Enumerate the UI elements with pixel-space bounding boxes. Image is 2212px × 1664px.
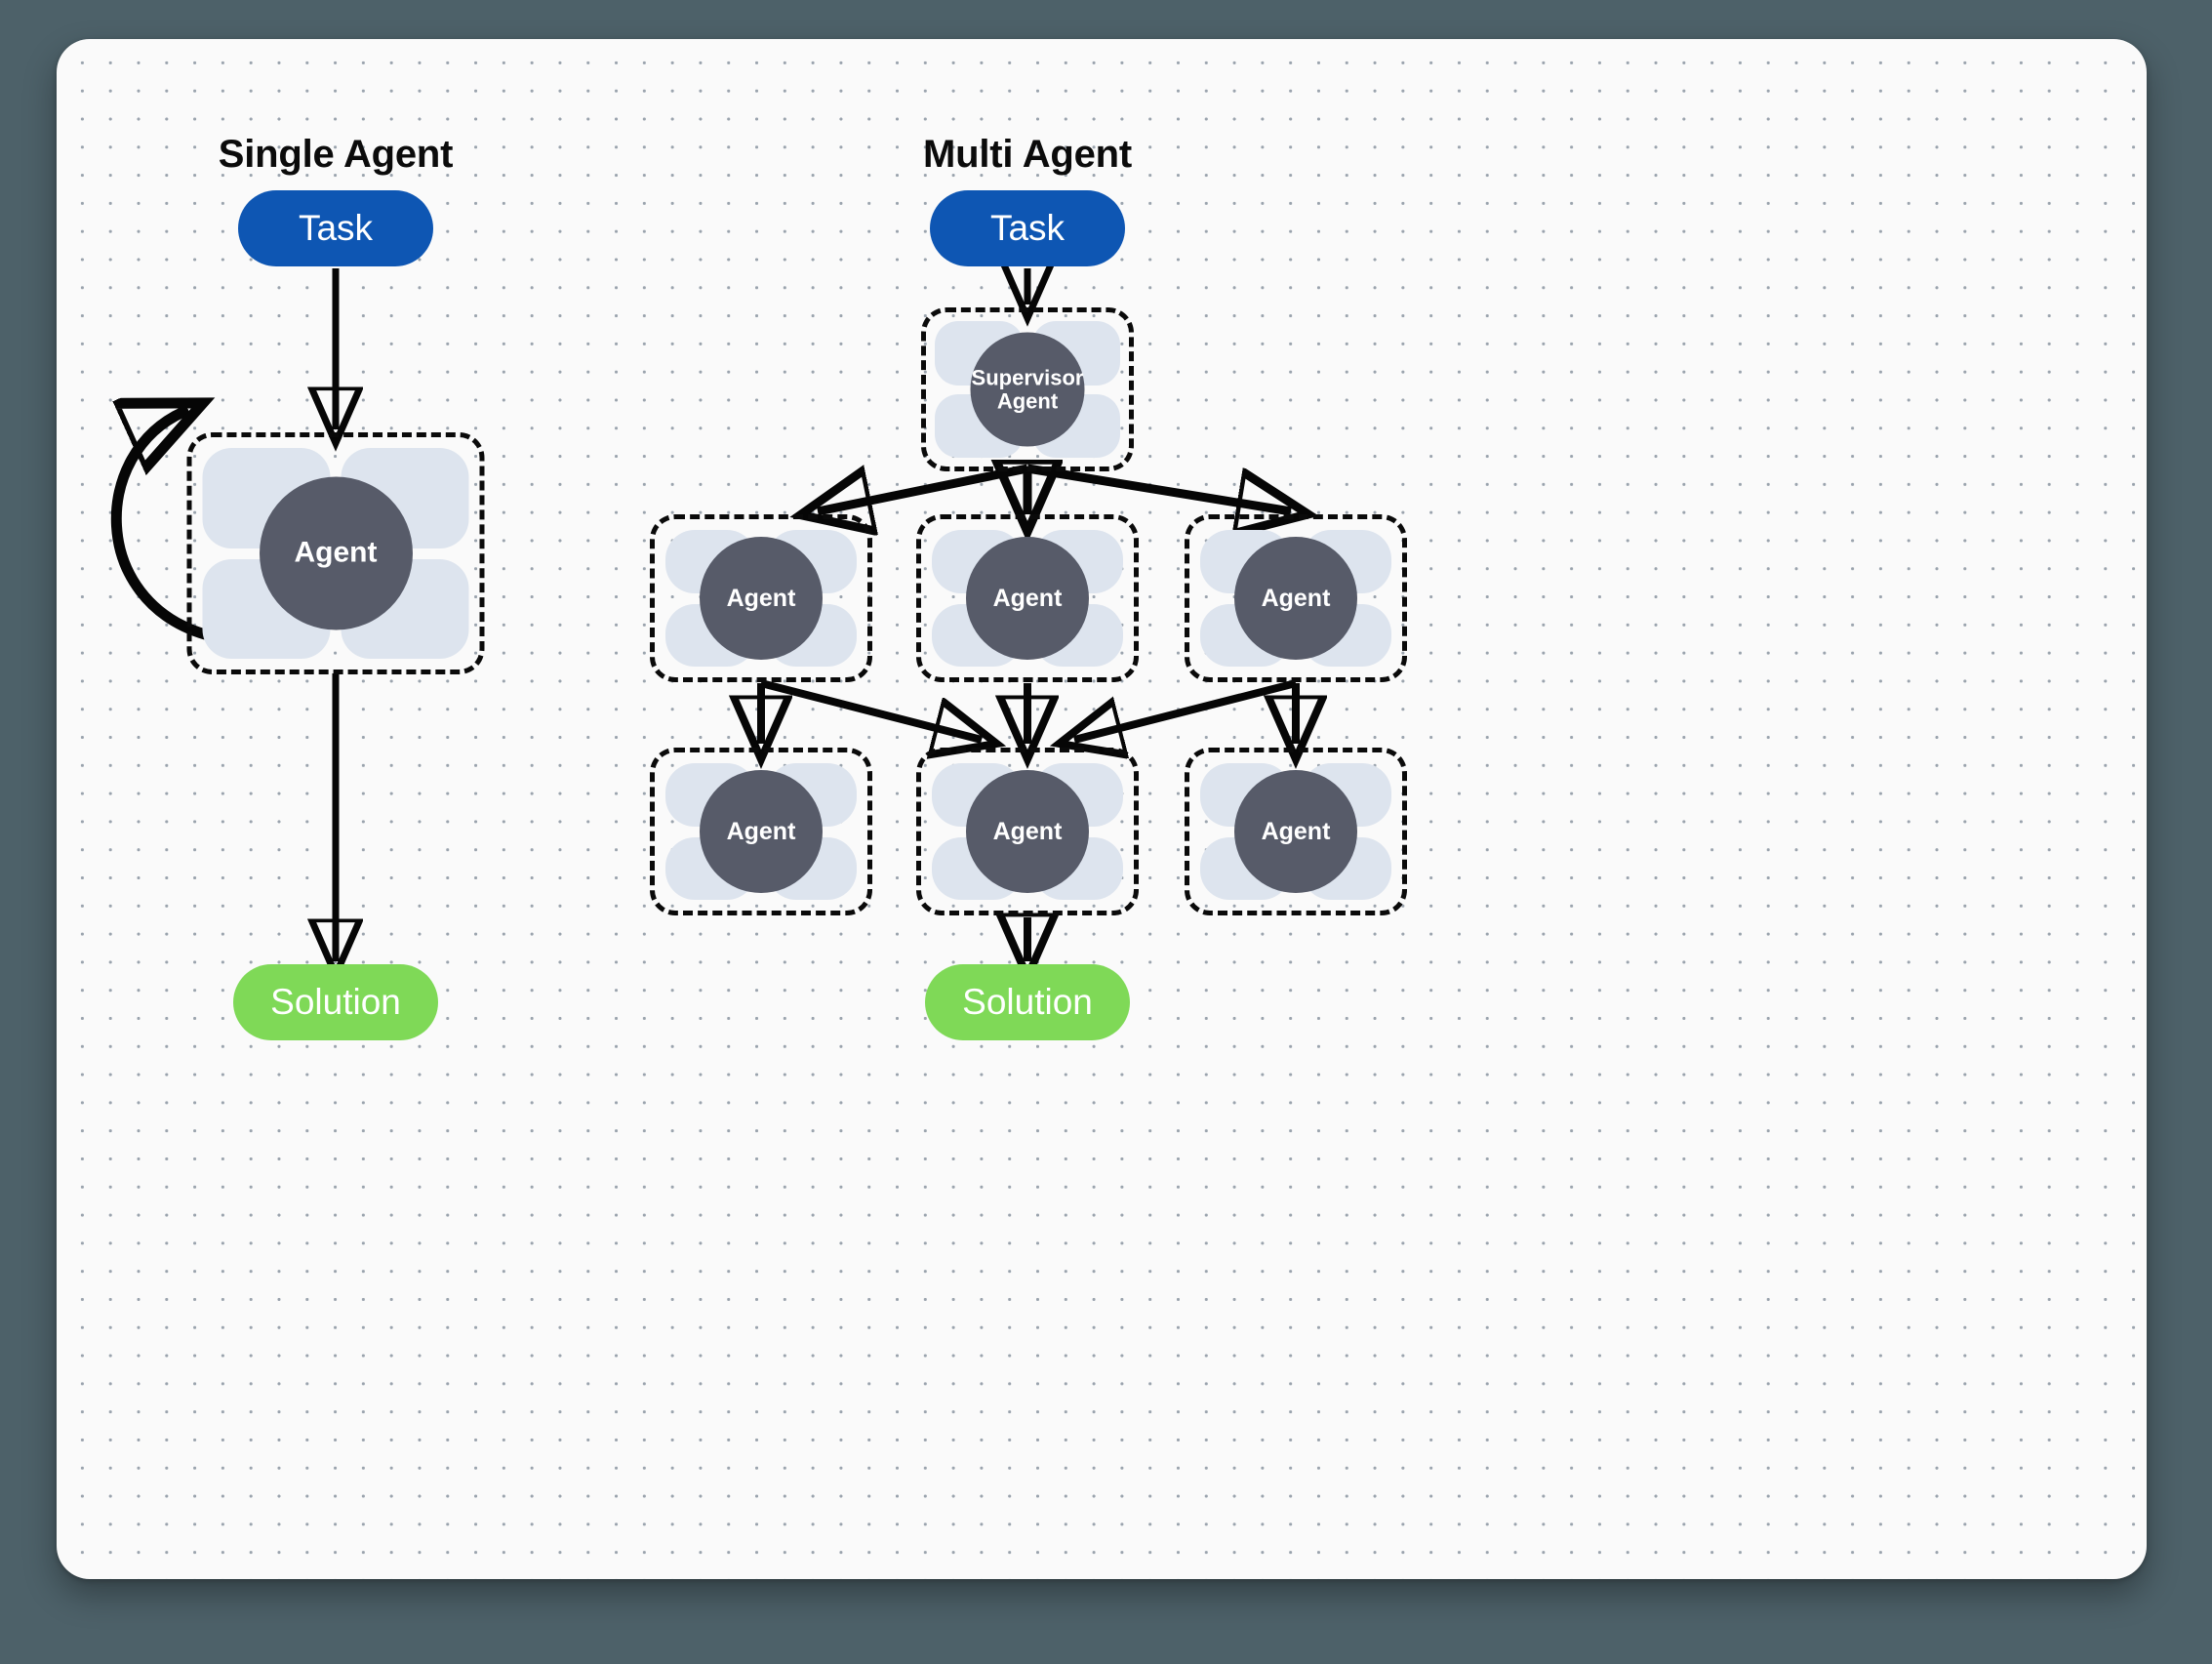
supervisor-agent-core[interactable]: Supervisor Agent [970,332,1085,447]
arrow-supervisor-to-agent-3 [1026,464,1291,511]
arrow-agent-1-to-center [760,679,982,740]
single-solution-node[interactable]: Solution [233,964,438,1040]
single-agent-cluster[interactable]: Agent [186,432,485,674]
multi-agent-row2-core-1[interactable]: Agent [700,770,823,893]
multi-task-node[interactable]: Task [930,190,1125,266]
single-agent-core[interactable]: Agent [259,476,413,630]
multi-agent-row2-core-3[interactable]: Agent [1234,770,1357,893]
multi-agent-row2-cluster-3[interactable]: Agent [1185,748,1407,915]
multi-agent-row1-core-1[interactable]: Agent [700,537,823,660]
arrow-supervisor-to-agent-1 [818,468,1028,511]
diagram-canvas: Single Agent Task Agent Solution Multi A… [57,39,2147,1579]
multi-solution-node[interactable]: Solution [925,964,1130,1040]
section-title-single-agent: Single Agent [218,133,454,176]
multi-agent-row2-core-2[interactable]: Agent [966,770,1089,893]
single-task-node[interactable]: Task [238,190,433,266]
multi-agent-row1-cluster-3[interactable]: Agent [1185,514,1407,682]
supervisor-agent-cluster[interactable]: Supervisor Agent [921,307,1134,471]
multi-agent-row1-cluster-1[interactable]: Agent [650,514,872,682]
arrow-agent-3-to-center [1074,679,1297,740]
multi-agent-row2-cluster-2[interactable]: Agent [916,748,1139,915]
multi-agent-row1-cluster-2[interactable]: Agent [916,514,1139,682]
multi-agent-row2-cluster-1[interactable]: Agent [650,748,872,915]
multi-agent-row1-core-3[interactable]: Agent [1234,537,1357,660]
diagram-stage: Single Agent Task Agent Solution Multi A… [57,39,2147,1579]
multi-agent-row1-core-2[interactable]: Agent [966,537,1089,660]
section-title-multi-agent: Multi Agent [922,133,1133,176]
